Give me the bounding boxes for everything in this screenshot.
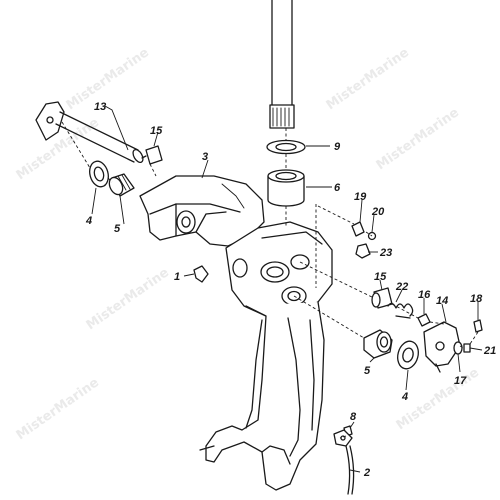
part-13-tilt-tube — [35, 101, 144, 164]
callout-6: 6 — [334, 182, 341, 194]
part-5-bushing-right — [363, 329, 393, 359]
callout-20: 18 — [470, 293, 483, 305]
callout-18: 20 — [371, 206, 385, 218]
callout-8: 8 — [350, 411, 357, 423]
callout-5-right: 5 — [364, 365, 371, 377]
callout-1: 1 — [174, 271, 180, 283]
callout-labels: 13 15 3 4 5 1 9 6 19 20 23 15 22 16 14 1… — [85, 101, 496, 479]
callout-15-right: 15 — [374, 271, 387, 283]
callout-17: 19 — [354, 191, 367, 203]
watermark-text: MisterMarine — [14, 375, 102, 443]
callout-2: 2 — [363, 467, 370, 479]
part-19-21-fasteners — [453, 341, 471, 355]
callout-9: 9 — [334, 141, 341, 153]
callout-21: 21 — [483, 345, 496, 357]
part-4-washer-left — [89, 160, 109, 188]
clamp-bracket-body — [225, 221, 333, 317]
callout-19: 17 — [454, 375, 467, 387]
part-15-bushing-upper — [141, 145, 163, 165]
part-5-bushing-left — [108, 173, 135, 197]
part-1-clip — [193, 265, 209, 283]
callout-16: 16 — [418, 289, 431, 301]
part-16-pin — [417, 313, 431, 327]
callout-13: 13 — [94, 101, 106, 113]
part-4-washer-right — [397, 340, 419, 370]
callout-15-upper: 15 — [150, 125, 163, 137]
part-17-clip — [351, 221, 365, 237]
part-22-spring — [387, 302, 414, 319]
part-9-washer — [266, 139, 306, 155]
callout-3: 3 — [202, 151, 208, 163]
watermark-text: MisterMarine — [324, 45, 412, 113]
part-20-bolt — [473, 319, 483, 333]
callout-14: 14 — [436, 295, 448, 307]
part-2-lead-wire — [333, 429, 355, 495]
part-14-lever — [423, 321, 461, 373]
callout-4-right: 4 — [401, 391, 408, 403]
part-6-bushing — [267, 169, 305, 207]
callout-leaders — [91, 105, 483, 473]
assembly-guide-lines — [61, 121, 479, 439]
callout-5-left: 5 — [114, 223, 121, 235]
callout-4-left: 4 — [85, 215, 92, 227]
watermark-text: MisterMarine — [84, 265, 172, 333]
callout-22: 22 — [395, 281, 408, 293]
callout-23: 23 — [379, 247, 392, 259]
part-23-clip — [355, 243, 371, 259]
swivel-column-lower — [199, 301, 325, 491]
watermark-text: MisterMarine — [374, 105, 462, 173]
drive-shaft — [269, 0, 295, 129]
watermark-text: MisterMarine — [64, 45, 152, 113]
